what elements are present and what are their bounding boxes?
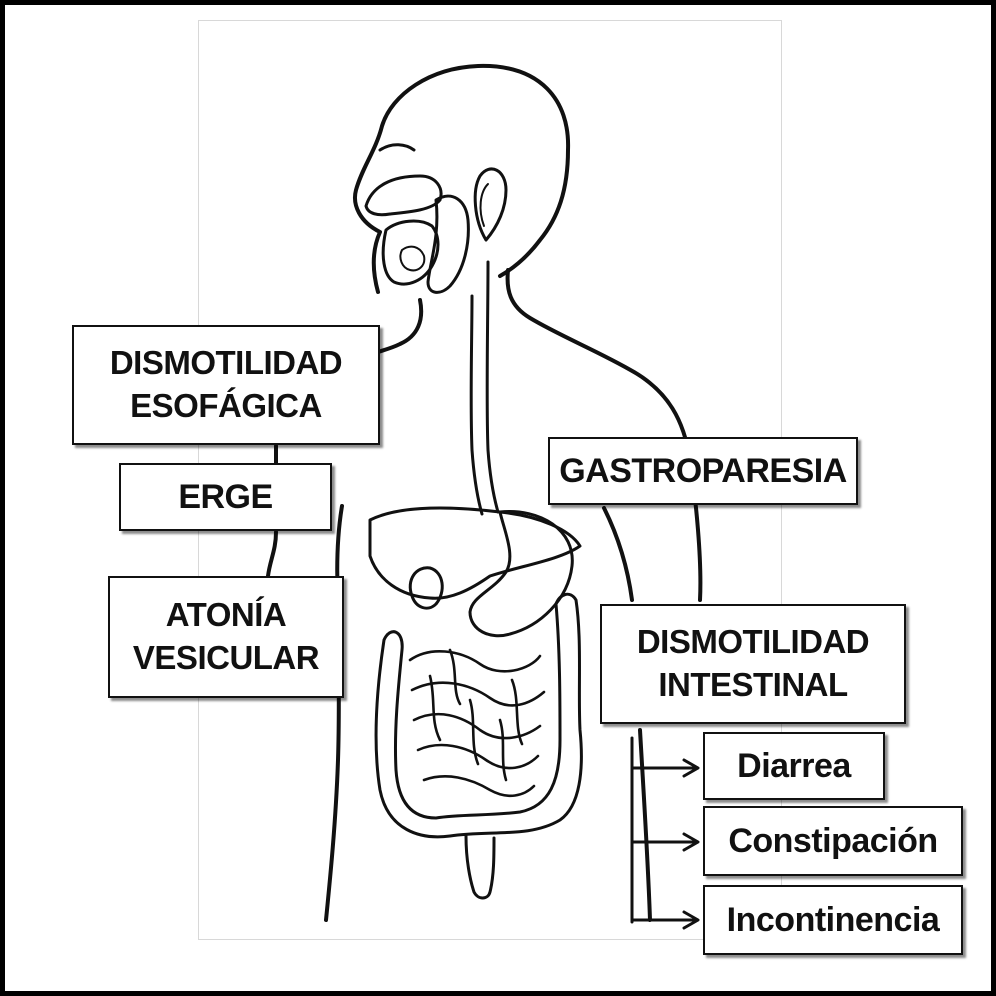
gallbladder: [408, 566, 444, 610]
label-esophageal-line2: ESOFÁGICA: [130, 387, 322, 424]
ear: [473, 167, 508, 242]
rectum: [464, 834, 496, 900]
head-outline: [353, 63, 571, 294]
label-incontinencia-text: Incontinencia: [726, 900, 940, 939]
arrow-constipacion: [630, 832, 700, 852]
label-incontinencia: Incontinencia: [703, 885, 963, 955]
label-constipacion-text: Constipación: [728, 821, 938, 860]
neck-right: [505, 268, 692, 462]
arrow-incontinencia: [630, 910, 700, 930]
label-gallbladder-atony: ATONÍA VESICULAR: [108, 576, 344, 698]
label-gastroparesis-text: GASTROPARESIA: [559, 451, 847, 490]
label-constipacion: Constipación: [703, 806, 963, 876]
label-intestinal-line2: INTESTINAL: [658, 666, 848, 703]
nasal-cavity: [364, 174, 443, 217]
label-gallbladder-line1: ATONÍA: [165, 596, 287, 634]
connector-gerd-atonia: [266, 530, 278, 578]
label-intestinal-line1: DISMOTILIDAD: [636, 623, 870, 661]
label-erge-text: ERGE: [178, 477, 273, 516]
label-gallbladder-line2: VESICULAR: [132, 639, 320, 676]
label-esophageal-dysmotility: DISMOTILIDAD ESOFÁGICA: [72, 325, 380, 445]
label-esophageal-line1: DISMOTILIDAD: [109, 344, 343, 382]
throat-tissue: [426, 194, 470, 294]
stomach: [468, 510, 574, 638]
label-intestinal-dysmotility: DISMOTILIDAD INTESTINAL: [600, 604, 906, 724]
small-intestine: [408, 648, 546, 798]
label-diarrea: Diarrea: [703, 732, 885, 800]
label-diarrea-text: Diarrea: [737, 746, 851, 785]
torso-left: [324, 504, 344, 922]
label-erge: ERGE: [119, 463, 332, 531]
large-intestine: [374, 592, 583, 839]
esophagus: [469, 294, 484, 516]
liver: [368, 506, 582, 600]
label-gastroparesis: GASTROPARESIA: [548, 437, 858, 505]
arrow-diarrea: [630, 758, 700, 778]
neck-left: [376, 298, 424, 354]
